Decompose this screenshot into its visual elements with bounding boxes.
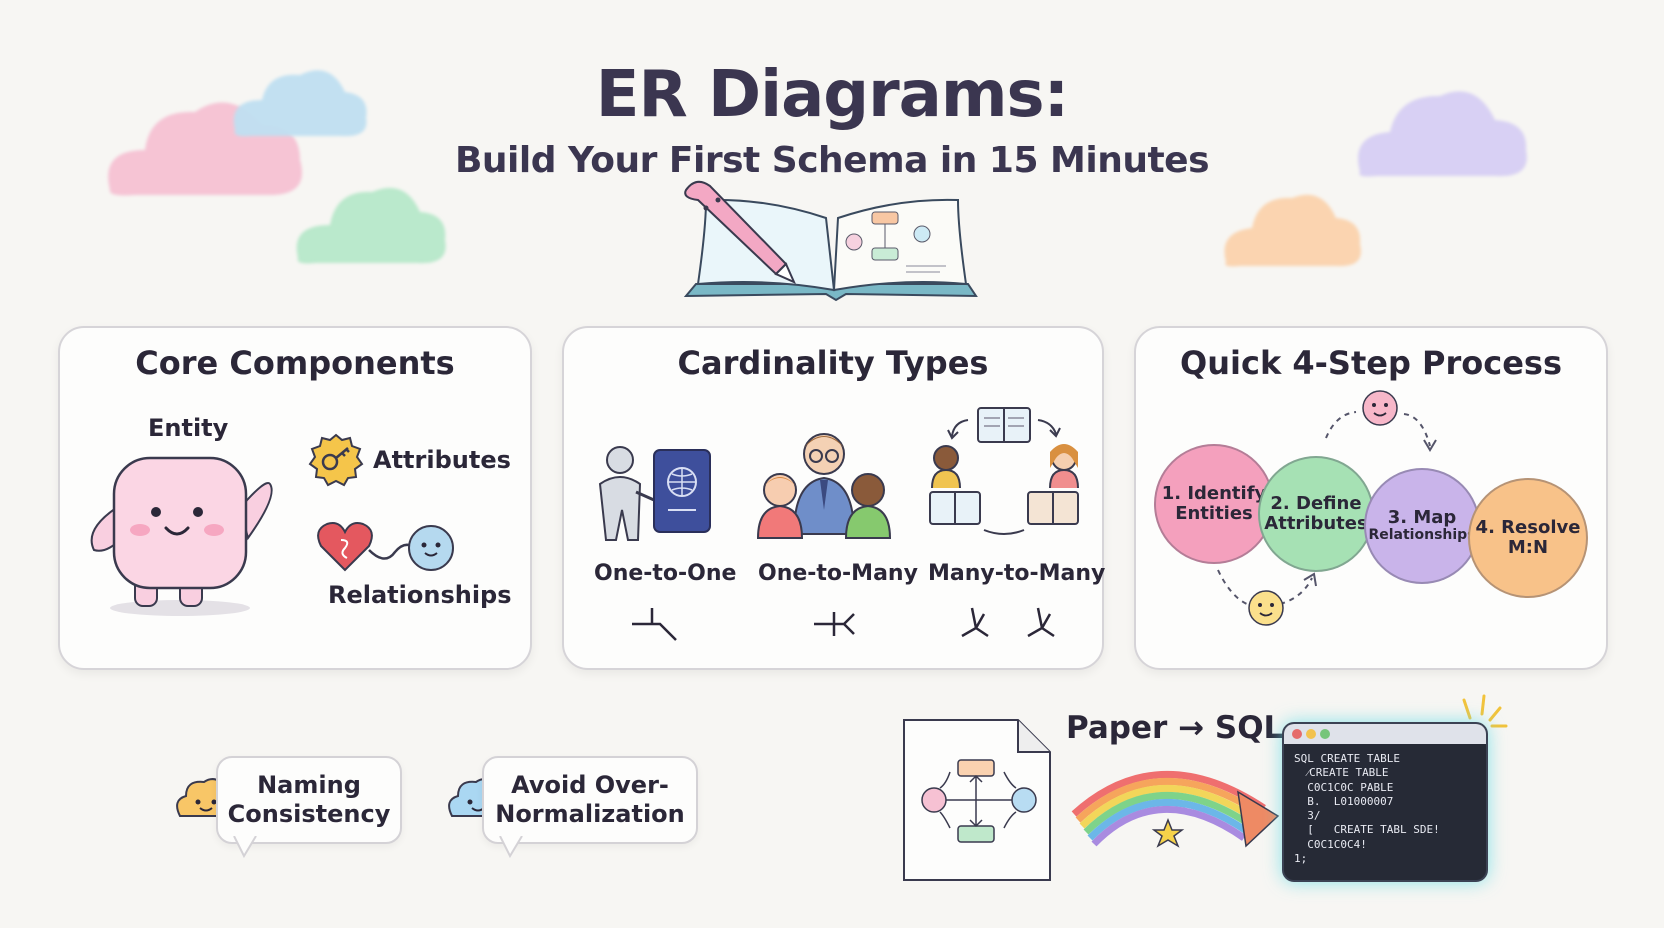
core-components-title: Core Components	[135, 344, 455, 382]
people-books-cycle-icon	[929, 407, 1079, 535]
core-components-panel: Core Components Entity Attributes Relati…	[58, 326, 532, 670]
sql-code-line: 1;	[1294, 852, 1308, 866]
terminal-close-dot	[1292, 729, 1302, 739]
terminal-maximize-dot	[1320, 729, 1330, 739]
one-to-many-label: One-to-Many	[758, 561, 918, 586]
step-4-line-2: M:N	[1507, 537, 1549, 558]
orange-cloud-icon	[1224, 194, 1361, 267]
many-to-many-notation-icon	[961, 607, 1055, 638]
relationships-label: Relationships	[328, 581, 512, 609]
sql-code-line: 3/	[1294, 809, 1321, 823]
one-to-many-notation-icon	[814, 612, 855, 636]
naming-tip-line-2: Consistency	[227, 800, 391, 828]
attributes-label: Attributes	[373, 446, 511, 474]
key-badge-icon	[308, 433, 364, 487]
entity-mascot-icon	[90, 456, 273, 616]
smiley-bottom-icon	[1248, 590, 1284, 626]
four-step-process-title: Quick 4-Step Process	[1180, 344, 1562, 382]
avoid-tip-line-2: Normalization	[495, 800, 685, 828]
naming-bubble-tail	[233, 836, 257, 859]
step-1-line-2: Entities	[1175, 503, 1253, 524]
step-2-line-1: 2. Define	[1270, 492, 1362, 514]
cardinality-types-title: Cardinality Types	[677, 344, 989, 382]
sql-code-line: C0C1C0C PABLE	[1294, 780, 1394, 794]
step-1-line-1: 1. Identify	[1161, 482, 1267, 504]
one-to-one-label: One-to-One	[594, 561, 737, 586]
sql-code-line: ⁄CREATE TABLE	[1294, 766, 1389, 780]
avoid-tip-line-1: Avoid Over-	[511, 771, 669, 800]
terminal-minimize-dot	[1306, 729, 1316, 739]
paper-to-sql-label: Paper → SQL	[1066, 710, 1284, 746]
step-3-line-1: 3. Map	[1387, 507, 1457, 529]
step-3-line-2: Relationships	[1368, 527, 1476, 544]
purple-cloud-icon	[1358, 91, 1527, 177]
terminal-title-bar	[1284, 724, 1486, 744]
sql-code-line: SQL CREATE TABLE	[1294, 752, 1400, 765]
teacher-students-icon	[756, 433, 892, 539]
relationship-link-icon	[317, 522, 454, 572]
green-cloud-icon	[296, 187, 446, 264]
person-passport-icon	[598, 446, 711, 541]
open-book-icon	[683, 180, 978, 302]
sparkle-icon	[1462, 694, 1508, 728]
smiley-top-icon	[1362, 390, 1398, 426]
entity-label: Entity	[148, 414, 229, 442]
step-2-line-2: Attributes	[1264, 513, 1368, 534]
naming-tip-line-1: Naming	[257, 771, 361, 800]
page-title: ER Diagrams:	[595, 58, 1069, 132]
rainbow-arrow-icon	[1071, 770, 1280, 848]
step-4-line-1: 4. Resolve	[1475, 516, 1581, 538]
paper-diagram-icon	[903, 719, 1051, 881]
sql-code-block: SQL CREATE TABLE ⁄CREATE TABLE C0C1C0C P…	[1284, 744, 1486, 874]
decor-clouds	[108, 70, 1527, 267]
avoid-over-normalization-tip: Avoid Over-Normalization	[482, 756, 698, 844]
sql-terminal-window: SQL CREATE TABLE ⁄CREATE TABLE C0C1C0C P…	[1282, 722, 1488, 882]
avoid-bubble-tail	[499, 836, 523, 859]
sql-code-line: [ CREATE TABL SDE!	[1294, 823, 1440, 837]
one-to-one-notation-icon	[632, 608, 677, 641]
many-to-many-label: Many-to-Many	[928, 561, 1106, 586]
page-subtitle: Build Your First Schema in 15 Minutes	[454, 140, 1210, 181]
process-flow-arrows	[1217, 390, 1437, 626]
sql-code-line: B. L01000007	[1294, 794, 1394, 808]
blue-cloud-icon	[233, 70, 367, 137]
cardinality-types-panel: Cardinality Types	[562, 326, 1106, 670]
sql-code-line: C0C1C0C4!	[1294, 837, 1367, 851]
pen-icon	[684, 180, 796, 284]
